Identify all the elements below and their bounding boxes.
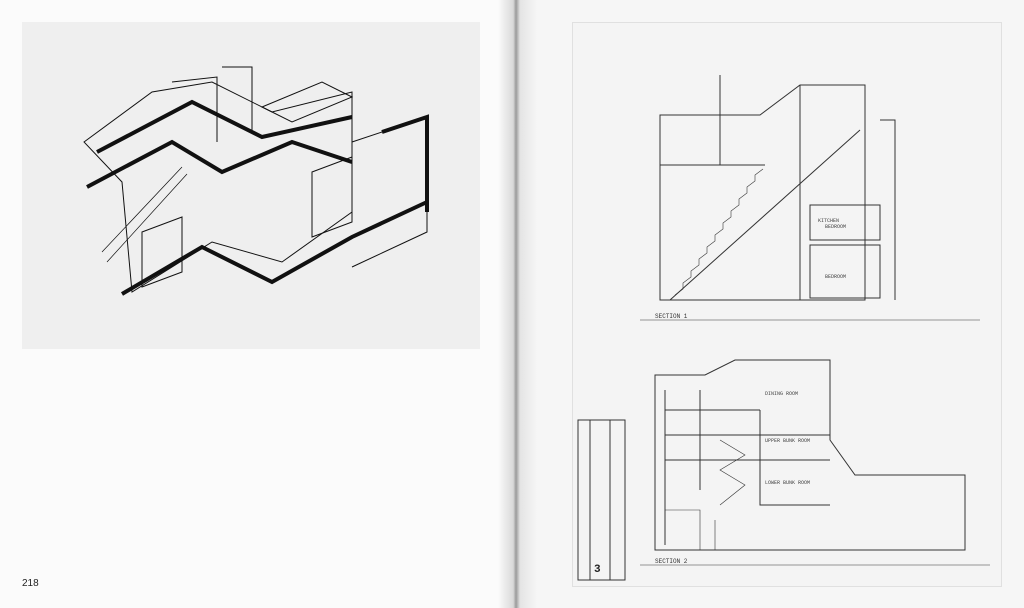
room-label-lower-bunk-room: LOWER BUNK ROOM (765, 480, 810, 486)
room-label-bedroom-lower: BEDROOM (825, 274, 846, 280)
room-label-kitchen: KITCHEN (818, 218, 839, 224)
room-label-dining-room: DINING ROOM (765, 391, 798, 397)
page-number: 218 (22, 578, 39, 589)
axonometric-drawing-panel (22, 22, 480, 349)
architectural-drawing-sheet (572, 22, 1002, 587)
section-1-title: SECTION 1 (655, 313, 688, 320)
section-2-title: SECTION 2 (655, 558, 688, 565)
book-spine-shadow (498, 0, 538, 608)
sheet-number: 3 (594, 564, 601, 576)
room-label-bedroom-upper: BEDROOM (825, 224, 846, 230)
axonometric-drawing (83, 66, 429, 296)
room-label-upper-bunk-room: UPPER BUNK ROOM (765, 438, 810, 444)
